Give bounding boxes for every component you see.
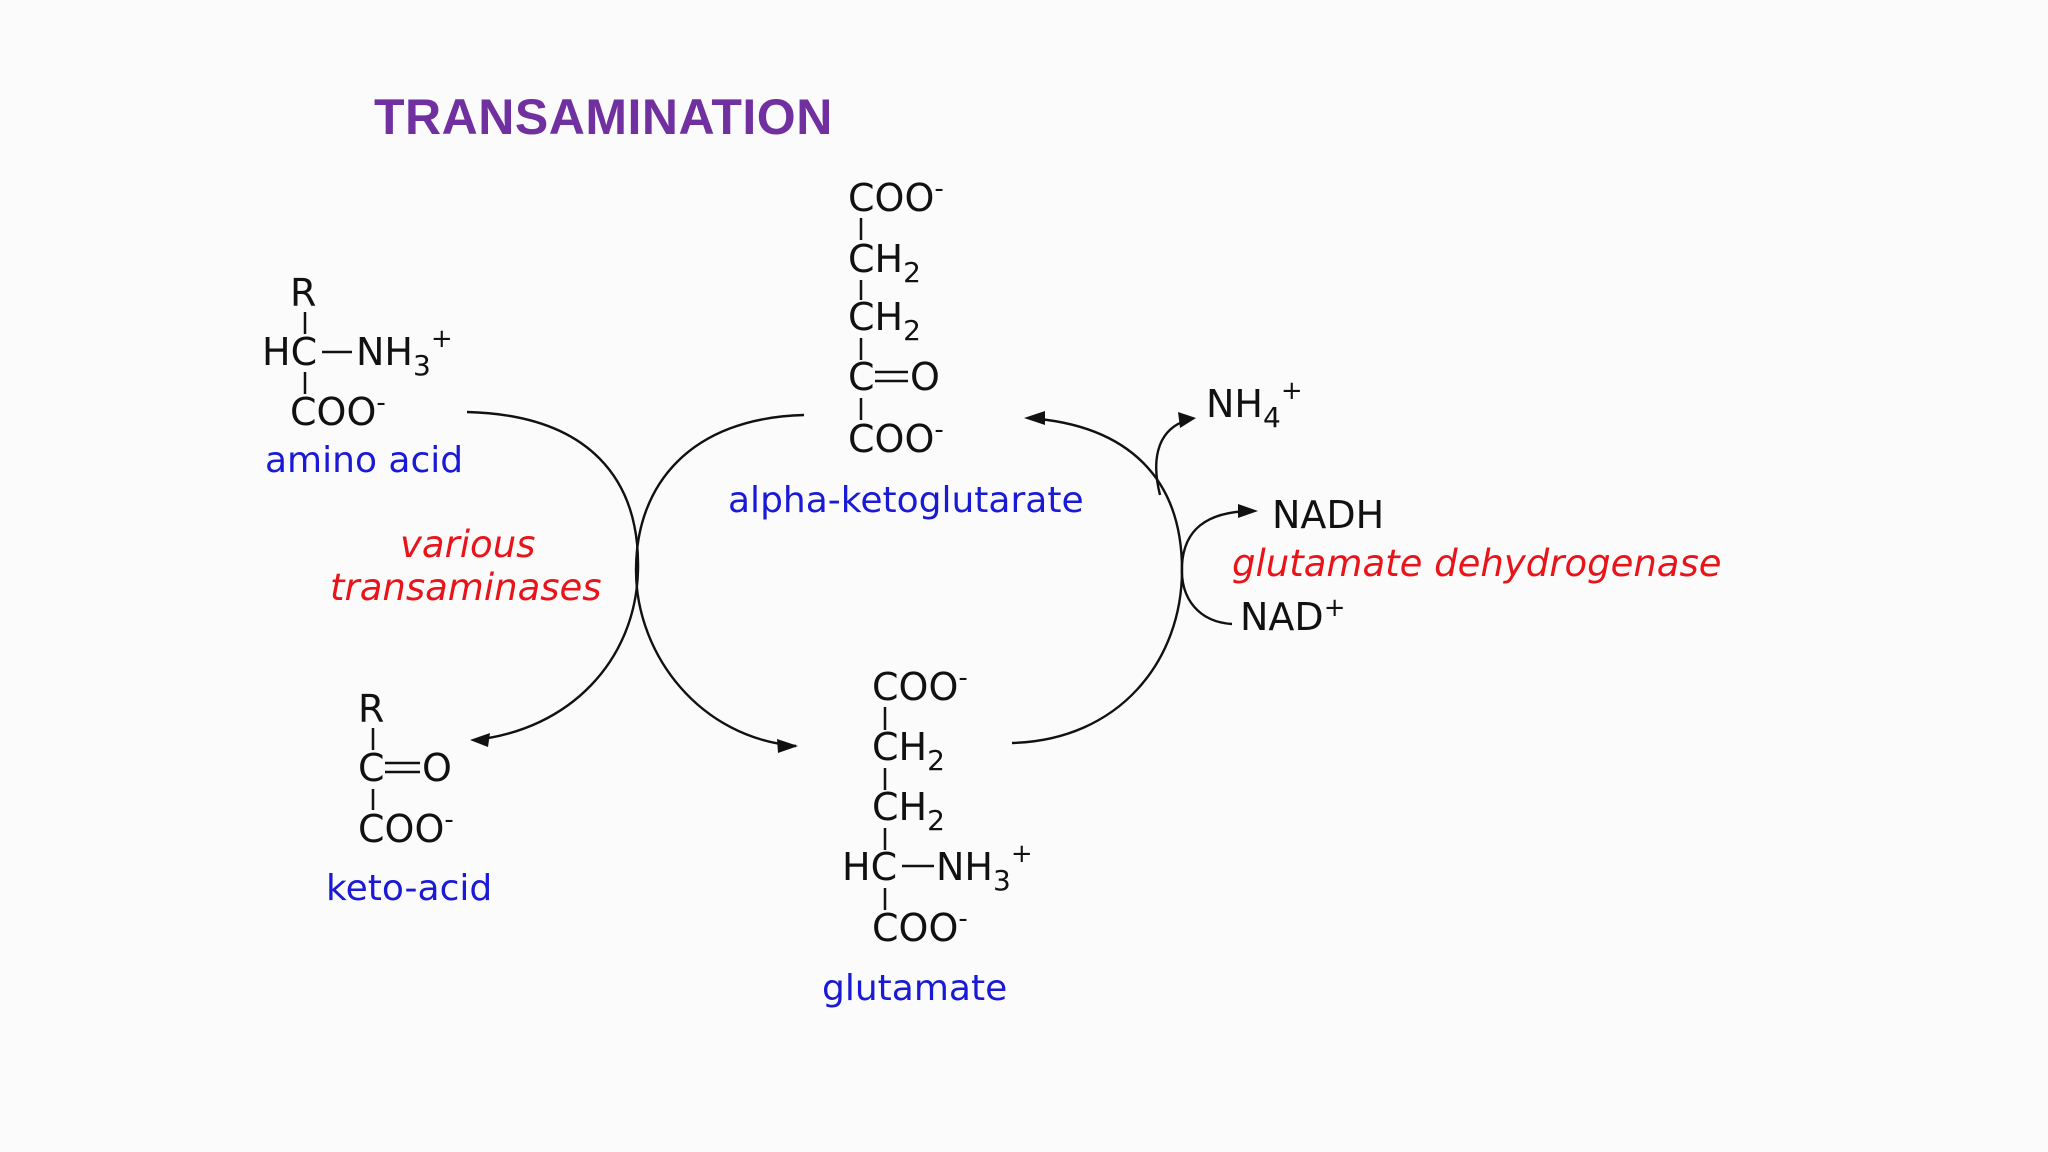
keto-acid-structure: R C O COO- keto-acid	[326, 687, 492, 909]
amino-acid-to-keto-acid-arrow	[466, 410, 640, 742]
glutamate-ch2-a: CH2	[872, 725, 945, 777]
amino-acid-label: amino acid	[265, 440, 463, 481]
glutamate-label: glutamate	[822, 968, 1007, 1009]
transaminases-label-line1: various	[400, 523, 535, 566]
amino-acid-hc: HC	[262, 330, 317, 374]
alpha-ketoglutarate-label: alpha-ketoglutarate	[728, 480, 1084, 521]
amino-acid-nh3-superscript: +	[431, 324, 453, 354]
akg-carbonyl-o: O	[910, 355, 940, 399]
nadh-arrowhead	[1238, 504, 1258, 518]
akg-to-glutamate-arrow	[634, 413, 805, 748]
amino-acid-coo-charge: -	[376, 388, 385, 418]
amino-acid-coo-text: COO	[290, 390, 376, 434]
akg-ch2-a: CH2	[848, 237, 921, 289]
glutamate-ch2-b: CH2	[872, 785, 945, 837]
glutamate-arrowhead	[777, 739, 798, 753]
slide-title: TRANSAMINATION	[374, 89, 833, 145]
keto-acid-label: keto-acid	[326, 868, 492, 909]
akg-ch2-b: CH2	[848, 295, 921, 347]
keto-acid-r-group: R	[358, 687, 384, 731]
amino-acid-nh3: NH3+	[356, 324, 453, 382]
akg-coo-bottom: COO-	[848, 415, 944, 461]
glutamate-hc: HC	[842, 845, 897, 889]
transaminases-label-line2: transaminases	[330, 566, 602, 609]
glutamate-structure: COO- CH2 CH2 HC NH3+ COO- glutamate	[822, 663, 1033, 1009]
akg-arrowhead	[1024, 411, 1045, 425]
amino-acid-nh3-subscript: 3	[413, 349, 431, 382]
keto-acid-arrowhead	[470, 733, 490, 747]
ammonium-label: NH4+	[1206, 376, 1303, 434]
ammonium-arrowhead	[1178, 412, 1196, 428]
keto-acid-coo: COO-	[358, 805, 454, 851]
akg-coo-top: COO-	[848, 174, 944, 220]
glutamate-coo-bottom: COO-	[872, 904, 968, 950]
amino-acid-nh3-text: NH	[356, 330, 413, 374]
keto-acid-carbonyl-c: C	[358, 746, 385, 790]
nad-label: NAD+	[1240, 593, 1345, 639]
nad-to-nadh-arrow	[1180, 509, 1251, 626]
keto-acid-carbonyl-o: O	[422, 746, 452, 790]
glutamate-coo-top: COO-	[872, 663, 968, 709]
alpha-ketoglutarate-structure: COO- CH2 CH2 C O COO- alpha-ketoglutarat…	[728, 174, 1084, 521]
glutamate-nh3: NH3+	[936, 839, 1033, 897]
nadh-label: NADH	[1272, 493, 1384, 537]
amino-acid-r-group: R	[290, 271, 316, 315]
amino-acid-structure: R HC NH3+ COO- amino acid	[262, 271, 463, 481]
glutamate-dehydrogenase-label: glutamate dehydrogenase	[1232, 542, 1722, 585]
amino-acid-coo: COO-	[290, 388, 386, 434]
akg-carbonyl-c: C	[848, 355, 875, 399]
